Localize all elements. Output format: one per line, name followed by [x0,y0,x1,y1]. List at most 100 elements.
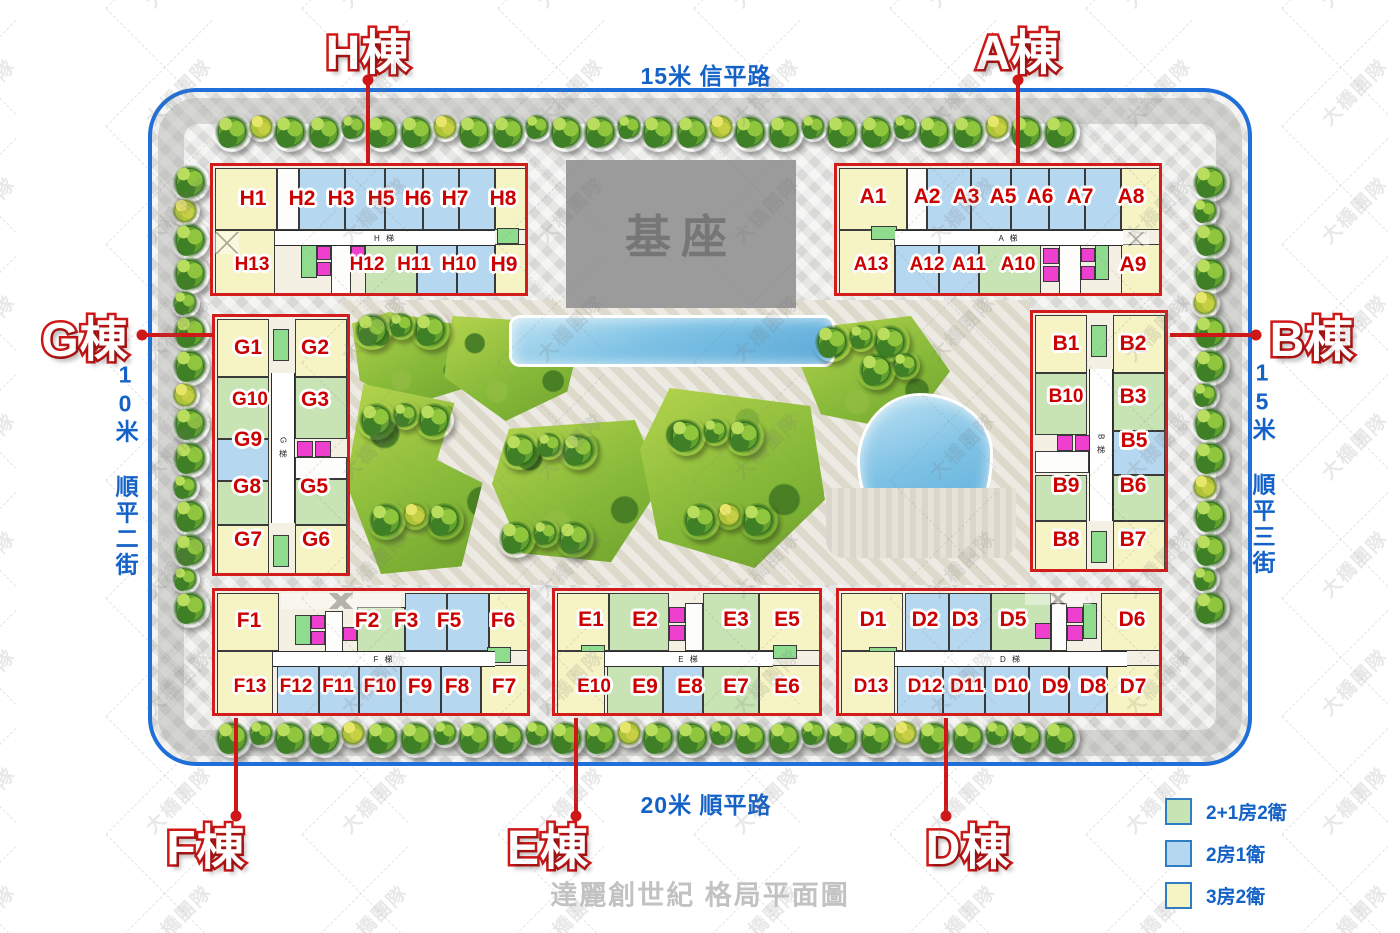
unit-label-F11[interactable]: F11 [322,676,354,697]
page-title: 達麗創世紀 格局平面圖 [550,880,850,911]
unit-label-G2[interactable]: G2 [300,336,330,359]
unit-label-E5[interactable]: E5 [774,608,800,631]
unit-label-A7[interactable]: A7 [1066,185,1094,208]
unit-label-B9[interactable]: B9 [1052,474,1080,497]
unit-label-A9[interactable]: A9 [1119,253,1147,276]
unit-label-D2[interactable]: D2 [911,608,939,631]
watermark-hatch [0,374,17,481]
unit-label-A10[interactable]: A10 [1000,254,1036,275]
unit-label-E1[interactable]: E1 [578,608,604,631]
unit-label-H1[interactable]: H1 [239,187,267,210]
unit-label-A11[interactable]: A11 [952,254,986,275]
unit-label-F13[interactable]: F13 [233,676,267,697]
unit-label-H12[interactable]: H12 [349,254,385,275]
unit-label-A12[interactable]: A12 [909,254,945,275]
unit-label-D8[interactable]: D8 [1079,675,1107,698]
unit-label-D1[interactable]: D1 [859,608,887,631]
watermark-hatch [0,362,17,469]
tree-icon [546,718,586,758]
unit-label-E6[interactable]: E6 [774,675,800,698]
podium-label: 基座 [625,211,737,263]
unit-label-A1[interactable]: A1 [859,185,887,208]
unit-label-G5[interactable]: G5 [299,475,329,498]
unit-label-G9[interactable]: G9 [233,428,263,451]
building-block-E[interactable]: E 梯 [552,588,822,716]
unit-label-H7[interactable]: H7 [441,187,469,210]
unit-label-H2[interactable]: H2 [288,187,316,210]
unit-label-F6[interactable]: F6 [490,609,516,632]
watermark-text: 大橋團隊 [0,0,21,13]
unit-label-D7[interactable]: D7 [1119,675,1147,698]
unit-label-F5[interactable]: F5 [436,609,462,632]
unit-label-D3[interactable]: D3 [951,608,979,631]
unit-label-D9[interactable]: D9 [1041,675,1069,698]
building-block-G[interactable]: G 梯 [212,314,350,576]
unit-label-F2[interactable]: F2 [354,609,380,632]
unit-label-H11[interactable]: H11 [397,254,431,275]
building-block-H[interactable]: H 梯 [210,163,528,296]
watermark-hatch [1281,480,1389,587]
unit-label-H10[interactable]: H10 [441,254,477,275]
unit-label-F1[interactable]: F1 [236,609,262,632]
unit-label-A8[interactable]: A8 [1117,185,1145,208]
unit-label-D6[interactable]: D6 [1118,608,1146,631]
unit-label-G6[interactable]: G6 [301,528,331,551]
unit-label-G1[interactable]: G1 [233,336,263,359]
unit-label-B7[interactable]: B7 [1119,528,1147,551]
unit-label-F10[interactable]: F10 [363,676,397,697]
leader-line-H [366,78,370,164]
building-block-D[interactable]: D 梯 [836,588,1162,716]
unit-label-G3[interactable]: G3 [300,388,330,411]
unit-label-H9[interactable]: H9 [490,253,518,276]
unit-label-B10[interactable]: B10 [1048,386,1084,407]
building-block-F[interactable]: F 梯 [212,588,530,716]
unit-label-F3[interactable]: F3 [393,609,419,632]
tree-icon [764,112,804,152]
watermark-hatch [0,598,17,705]
watermark-text: 大橋團隊 [1318,527,1393,603]
unit-label-F8[interactable]: F8 [444,675,470,698]
unit-label-A13[interactable]: A13 [853,254,889,275]
unit-label-F12[interactable]: F12 [279,676,313,697]
unit-label-A5[interactable]: A5 [989,185,1017,208]
unit-label-G7[interactable]: G7 [233,528,263,551]
unit-label-H13[interactable]: H13 [234,254,270,275]
unit-label-D13[interactable]: D13 [853,676,889,697]
legend-item: 3房2衛 [1165,879,1287,912]
watermark-text: 大橋團隊 [142,881,217,933]
unit-label-A2[interactable]: A2 [913,185,941,208]
unit-label-D12[interactable]: D12 [907,676,943,697]
unit-label-D5[interactable]: D5 [999,608,1027,631]
unit-label-E8[interactable]: E8 [677,675,703,698]
unit-label-B8[interactable]: B8 [1052,528,1080,551]
unit-label-E2[interactable]: E2 [632,608,658,631]
unit-label-B1[interactable]: B1 [1052,332,1080,355]
unit-label-F9[interactable]: F9 [407,675,433,698]
unit-label-H6[interactable]: H6 [404,187,432,210]
unit-label-H3[interactable]: H3 [327,187,355,210]
tree-icon [1190,496,1230,536]
building-block-B[interactable]: B 梯 [1030,310,1168,572]
road-label-east: 15米 順平三街 [1249,359,1276,577]
unit-label-H5[interactable]: H5 [367,187,395,210]
unit-label-E7[interactable]: E7 [723,675,749,698]
unit-label-G8[interactable]: G8 [232,475,262,498]
unit-label-D10[interactable]: D10 [993,676,1029,697]
unit-label-G10[interactable]: G10 [232,389,268,410]
unit-label-B3[interactable]: B3 [1119,385,1147,408]
unit-label-E10[interactable]: E10 [577,676,611,697]
unit-label-H8[interactable]: H8 [489,187,517,210]
unit-label-D11[interactable]: D11 [950,676,984,697]
leader-dot-H [362,74,374,86]
unit-label-E9[interactable]: E9 [632,675,658,698]
unit-label-F7[interactable]: F7 [491,675,517,698]
unit-label-B2[interactable]: B2 [1119,332,1147,355]
unit-label-B6[interactable]: B6 [1119,474,1147,497]
tree-icon [1040,718,1080,758]
unit-label-E3[interactable]: E3 [723,608,749,631]
unit-label-B5[interactable]: B5 [1120,429,1148,452]
unit-label-A6[interactable]: A6 [1026,185,1054,208]
unit-label-A3[interactable]: A3 [952,185,980,208]
tree-icon [396,112,436,152]
building-block-A[interactable]: A 梯 [834,163,1162,296]
